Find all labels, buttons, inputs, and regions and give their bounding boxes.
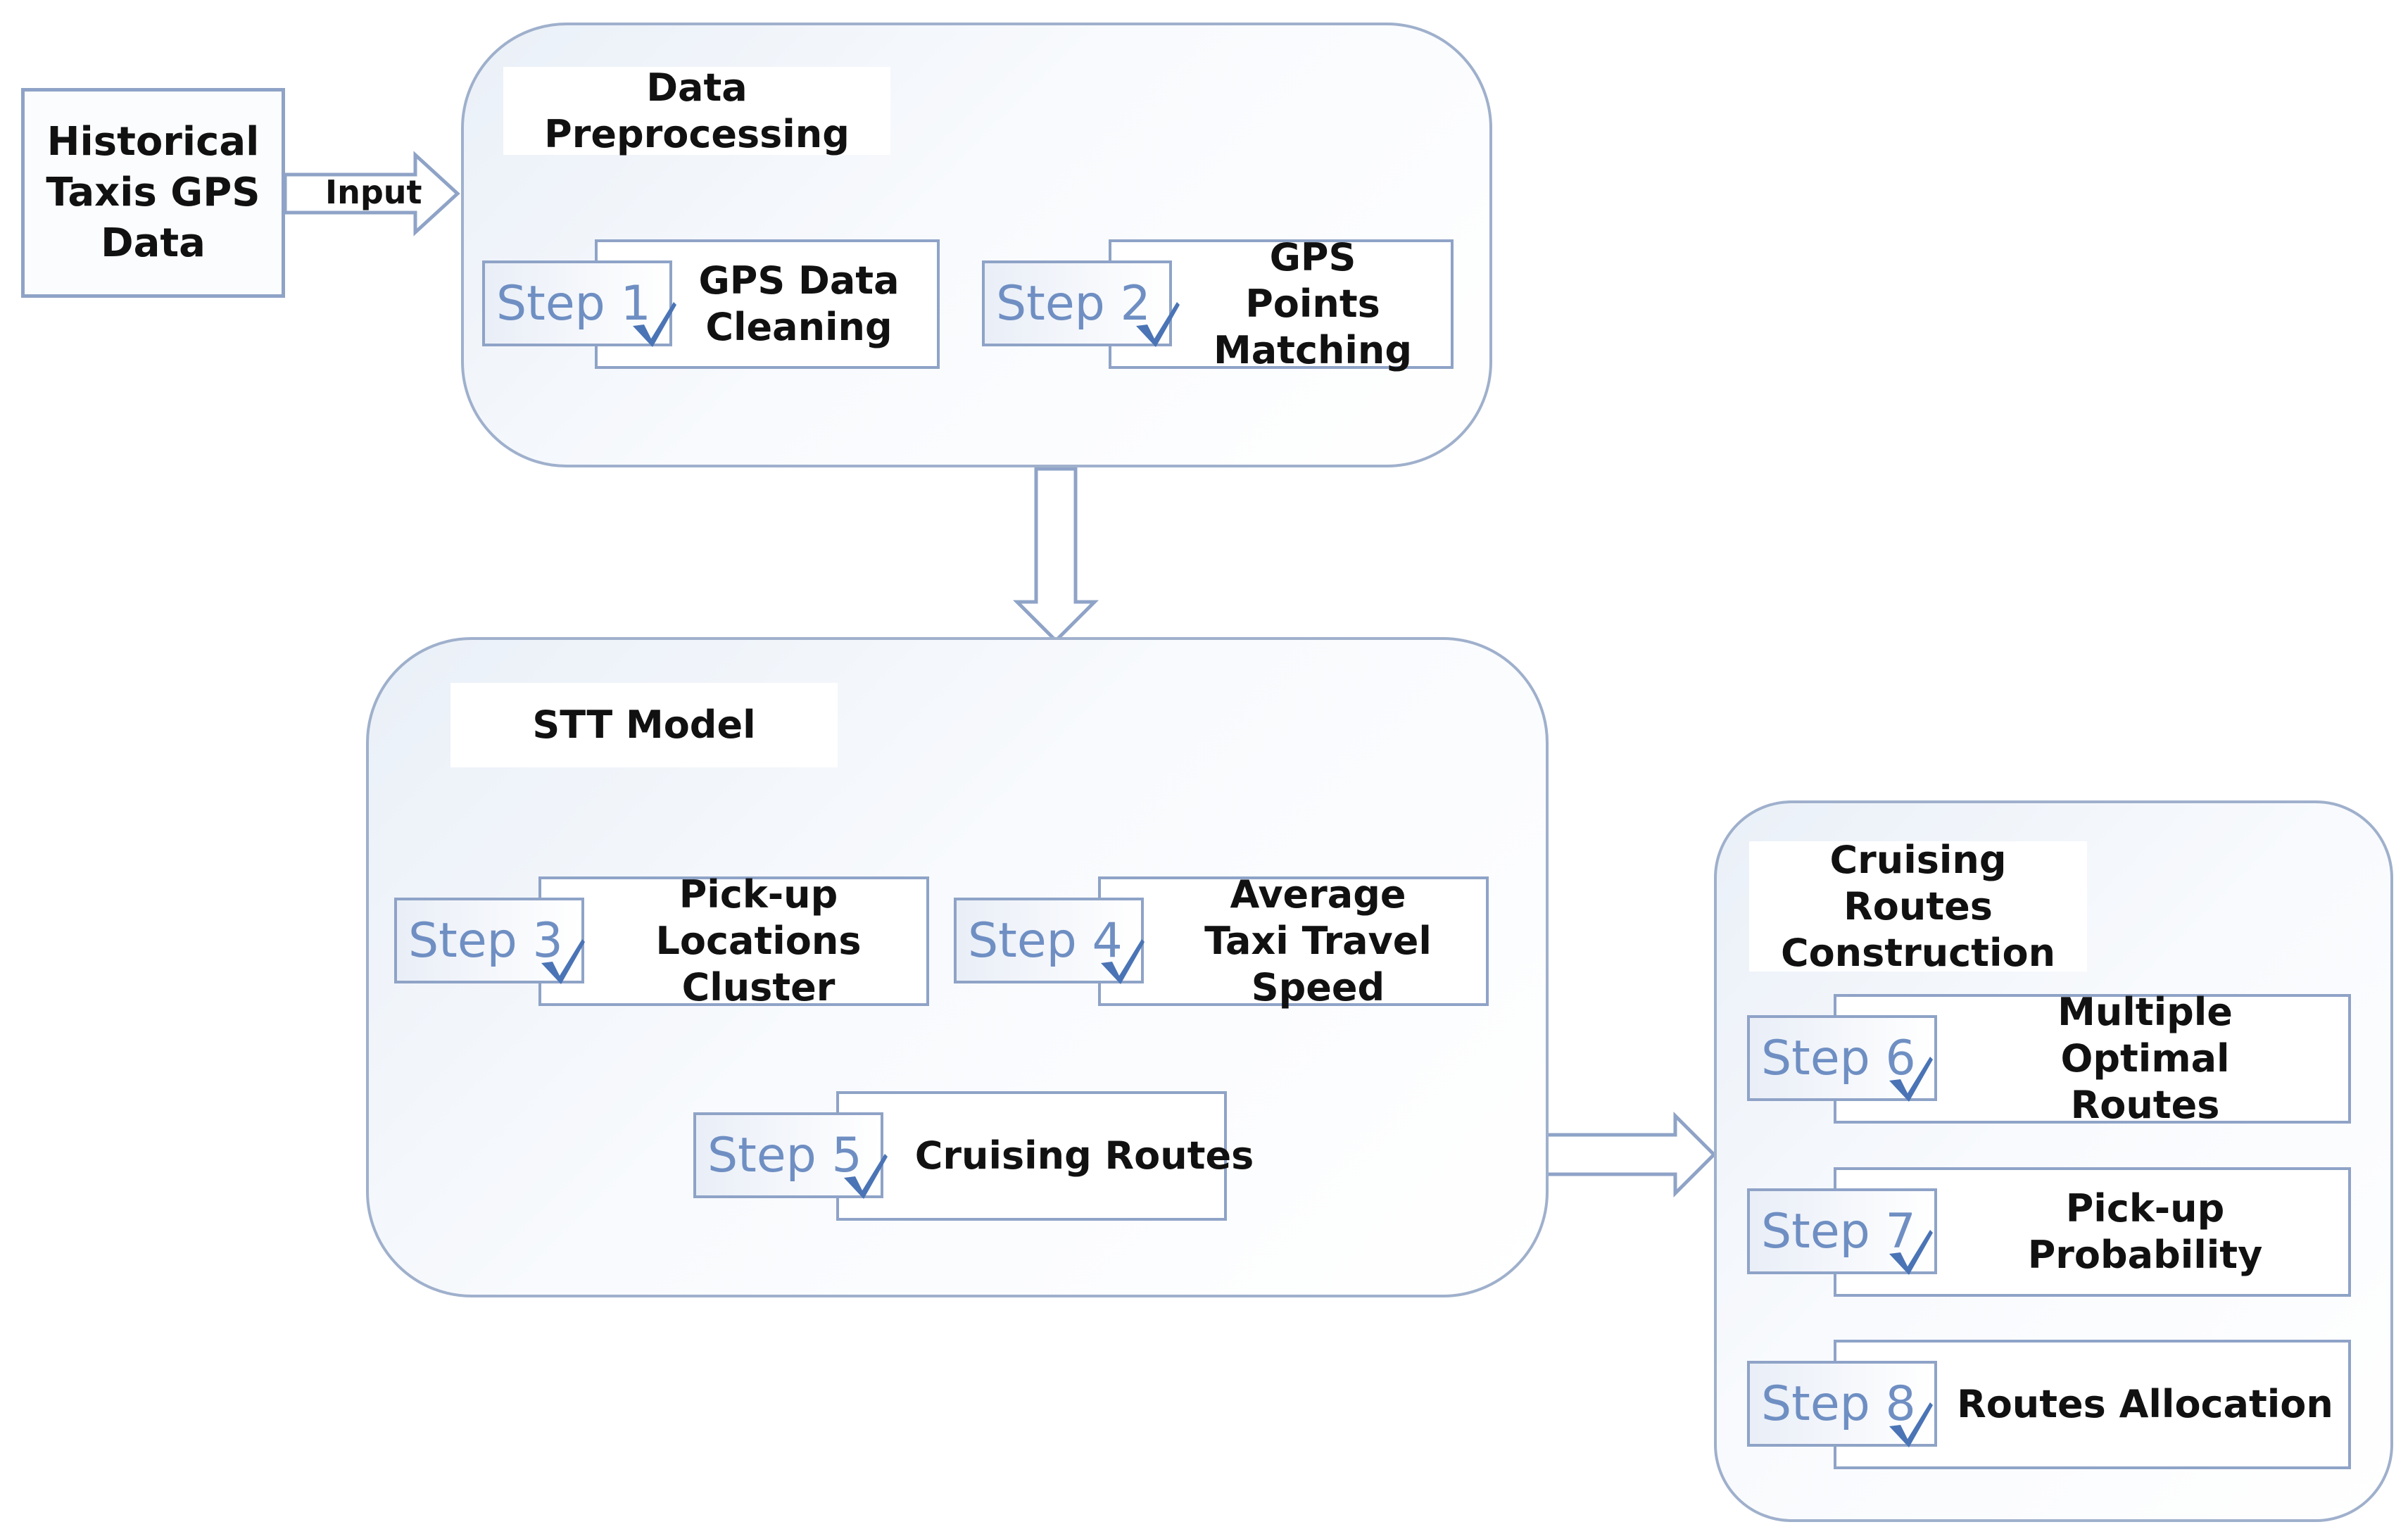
historical-gps-data-label: Historical Taxis GPS Data (46, 119, 260, 266)
pick-up-locations-cluster-card: Pick-up Locations Cluster (538, 872, 929, 1010)
average-taxi-travel-speed-card: Average Taxi Travel Speed (1098, 872, 1489, 1010)
step-8-checkmark-icon (1886, 1400, 1936, 1449)
step-6-tag: Step 6 (1747, 1015, 1937, 1101)
step-7-tag: Step 7 (1747, 1188, 1937, 1274)
step-5-checkmark-icon (841, 1151, 890, 1200)
gps-data-cleaning-label: GPS Data Cleaning (698, 258, 900, 349)
multiple-optimal-routes-card: Multiple Optimal Routes (1834, 990, 2351, 1127)
step-2-checkmark-icon (1133, 299, 1183, 348)
step-2-tag: Step 2 (982, 260, 1172, 346)
step-4-checkmark-icon (1098, 936, 1147, 986)
routes-allocation-label: Routes Allocation (1957, 1382, 2333, 1426)
input-arrow (283, 151, 460, 237)
step-1-checkmark-icon (630, 299, 679, 348)
step-3-checkmark-icon (538, 936, 588, 986)
pick-up-probability-label: Pick-up Probability (2027, 1186, 2263, 1277)
historical-gps-data-box: Historical Taxis GPS Data (21, 88, 285, 298)
cruising-routes-label: Cruising Routes (914, 1133, 1254, 1178)
stt-model-title: STT Model (450, 683, 838, 767)
step-6-checkmark-icon (1886, 1054, 1936, 1103)
gps-points-matching-label: GPS Points Matching (1213, 235, 1413, 372)
cruising-routes-card: Cruising Routes (836, 1091, 1254, 1221)
step-7-checkmark-icon (1886, 1227, 1936, 1276)
cruising-routes-construction-title: Cruising Routes Construction (1749, 838, 2087, 975)
down-arrow (1012, 467, 1099, 643)
pick-up-locations-cluster-label: Pick-up Locations Cluster (655, 872, 862, 1010)
multiple-optimal-routes-label: Multiple Optimal Routes (2057, 990, 2233, 1127)
step-8-tag: Step 8 (1747, 1361, 1937, 1447)
average-taxi-travel-speed-label: Average Taxi Travel Speed (1204, 872, 1432, 1010)
data-preprocessing-title: Data Preprocessing (503, 65, 890, 156)
input-label: Input (325, 173, 422, 211)
